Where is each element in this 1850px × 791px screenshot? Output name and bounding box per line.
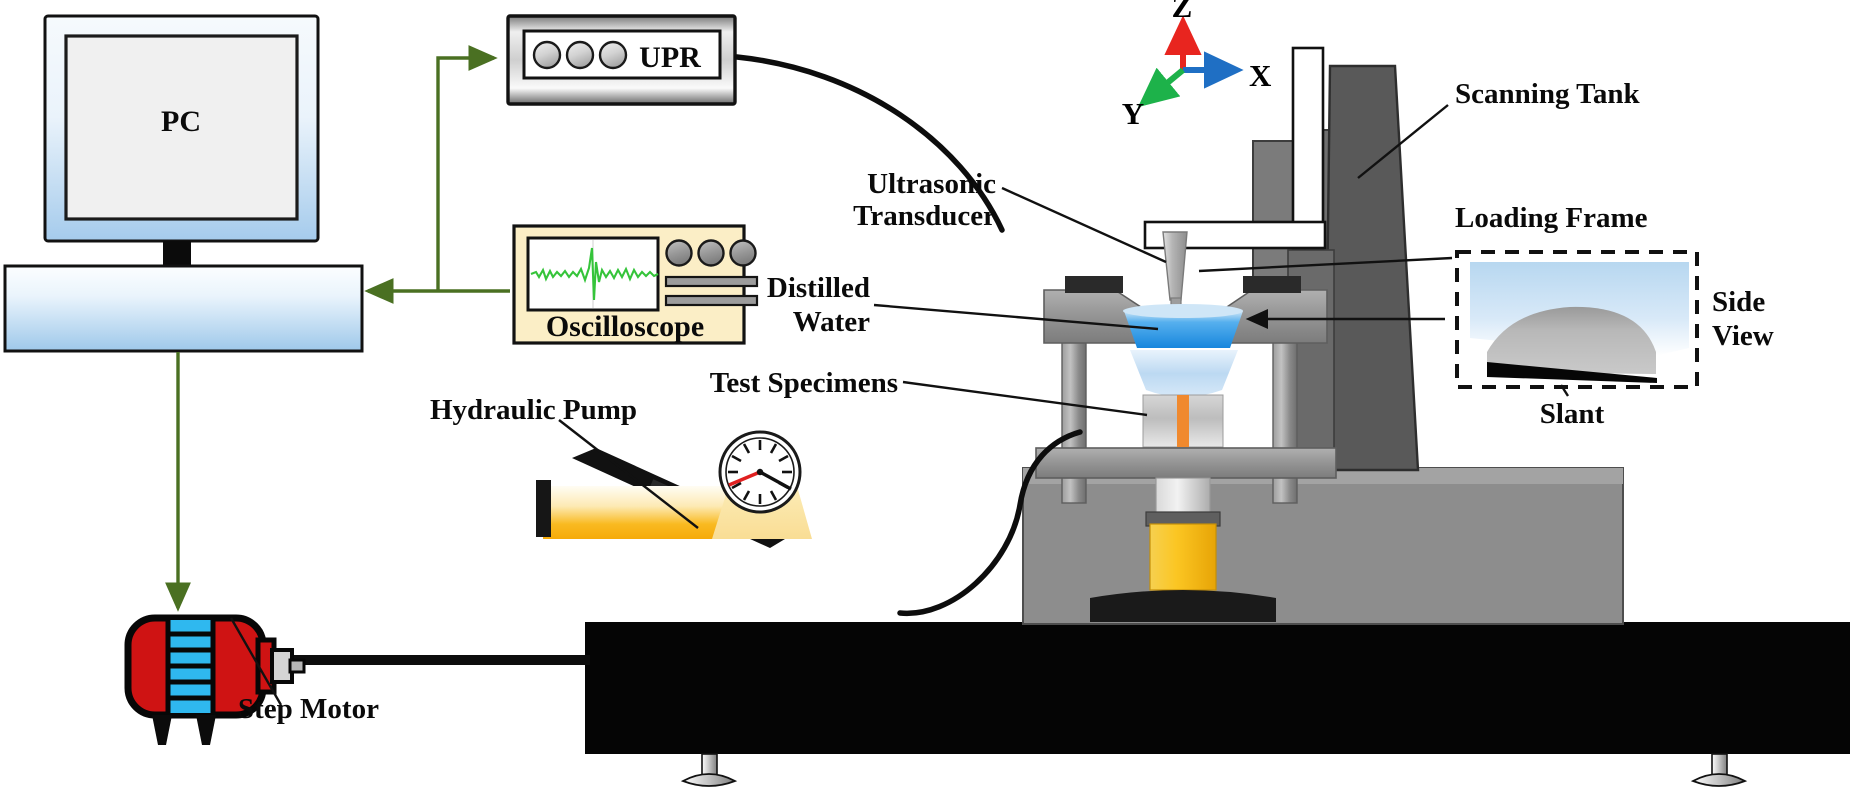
gauge-needle-red [728,470,761,487]
scope-knob-1[interactable] [665,239,693,267]
base-slab [585,622,1850,754]
axis-y-label: Y [1122,96,1144,131]
leader-test-specimens [902,380,1148,417]
scope-bar-1[interactable] [664,275,759,288]
gauge-hub [756,468,764,476]
distilled-water-label-2: Water [793,306,870,338]
side-view-label-1: Side [1712,286,1765,318]
leader-loading-frame [1198,256,1453,273]
test-specimens-label: Test Specimens [710,367,898,399]
base-table [180,622,1850,787]
water-surface [1123,304,1243,318]
leader-scanning-tank [1357,104,1449,179]
ram-piston [1155,477,1211,515]
distilled-water-label-1: Distilled [767,272,870,304]
slant-label: Slant [1540,398,1605,430]
monitor-screen [64,34,299,221]
axis-z-label: Z [1172,0,1193,24]
signal-wiring [165,45,510,612]
coordinate-axes: Z X Y [1122,0,1272,131]
side-view-inset [1455,250,1699,389]
scope-knob-3[interactable] [729,239,757,267]
motor-shaft [288,658,306,674]
leader-step-motor [229,617,283,706]
pc-tower [3,264,364,353]
ultrasonic-transducer-label-2: Transducer [853,200,996,232]
tower-body [3,264,364,353]
step-motor-label: Step Motor [238,693,379,725]
leader-distilled-water [873,303,1159,331]
gantry-vertical-rail [1291,46,1325,250]
pc-monitor: PC [43,14,320,266]
upr-knob-2[interactable] [565,40,595,70]
leader-slant [1559,384,1570,397]
cable-upr-to-transducer [734,54,1005,233]
step-motor [124,614,306,745]
leader-lines [229,104,1570,706]
oscilloscope: Oscilloscope [512,224,759,345]
gauge-ticks [728,440,792,504]
tank-column [1323,64,1420,472]
acoustic-lens [1130,350,1238,397]
table-foot-left [680,753,738,787]
axis-x-label: X [1249,58,1272,93]
hydraulic-hose [897,429,1083,616]
frame-mid-beam [1035,447,1337,479]
hydraulic-pump-label: Hydraulic Pump [430,394,637,426]
distilled-water-bath [1124,311,1243,348]
hydraulic-pump [536,430,812,548]
upr-knob-1[interactable] [532,40,562,70]
scope-waveform [530,247,659,301]
pump-end-cap [536,480,551,537]
inset-specimen-dome [1487,306,1656,374]
axis-y-arrow [1137,67,1185,108]
upr-label: UPR [639,41,701,74]
inset-slant-wedge [1487,362,1657,383]
oscilloscope-label: Oscilloscope [546,310,704,343]
leader-ultrasonic-transducer [1001,186,1167,264]
loading-frame [1035,276,1337,622]
crosshead-right-cap [1243,276,1301,293]
motor-foot-left [152,715,172,745]
scanning-tank-label: Scanning Tank [1455,78,1640,110]
loading-frame-label: Loading Frame [1455,202,1648,234]
table-foot-right [1690,753,1748,787]
pc-label: PC [161,105,201,138]
wire-pc-to-upr [436,45,498,291]
upr-unit: UPR [506,14,737,106]
scope-bar-2[interactable] [664,294,759,307]
motor-linkage-rod [180,655,590,665]
gauge-needle-black [759,470,792,491]
upr-knob-3[interactable] [598,40,628,70]
ram-base-shadow [1090,590,1276,622]
ultrasonic-transducer-label-1: Ultrasonic [867,168,996,200]
transducer-body [1162,231,1188,301]
motor-fins [165,620,216,713]
motor-foot-right [196,715,216,745]
crosshead-left-cap [1065,276,1123,293]
leader-hydraulic-pump [558,419,699,529]
monitor-stand-neck [163,241,191,266]
scope-knob-2[interactable] [697,239,725,267]
hydraulic-ram [1149,523,1217,591]
gauge-inner-ring [725,437,795,507]
test-specimen-interface [1177,395,1189,447]
side-view-label-2: View [1712,320,1774,352]
